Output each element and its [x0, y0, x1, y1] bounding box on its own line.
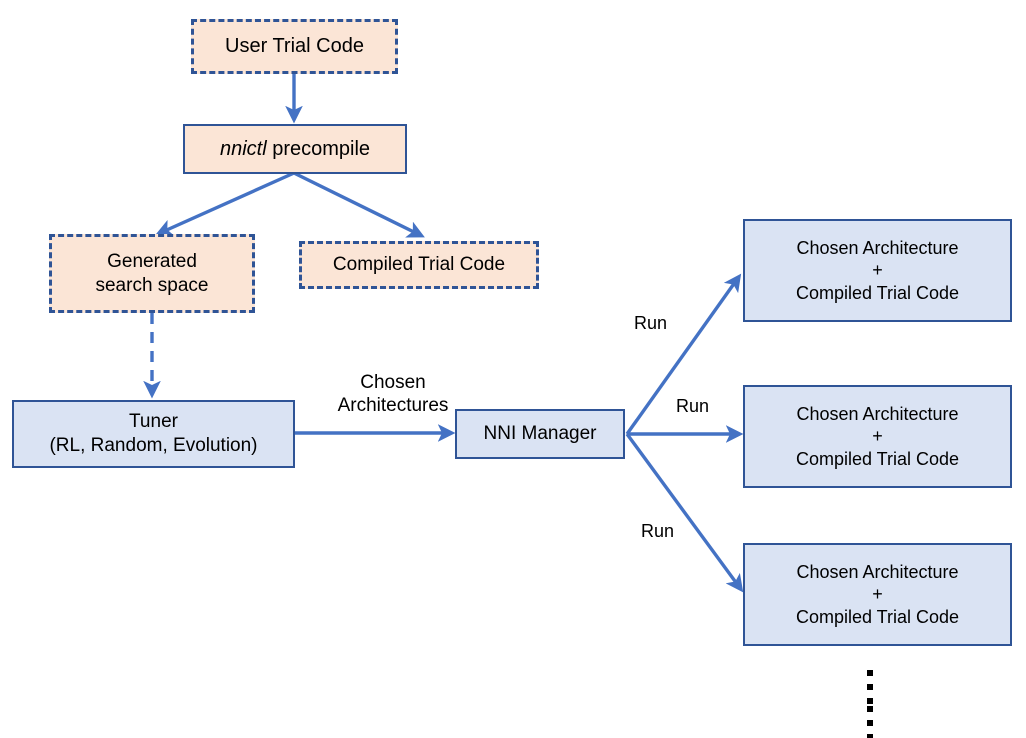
- ellipsis-dot: [866, 720, 873, 726]
- node-compiled-trial-code-label: Compiled Trial Code: [332, 254, 506, 276]
- node-trial-1-line-3: Compiled Trial Code: [795, 282, 960, 303]
- node-trial-1[interactable]: Chosen Architecture + Compiled Trial Cod…: [743, 219, 1012, 322]
- edge-label-chosen-architectures-line-2: Architectures: [337, 394, 449, 416]
- node-nnictl-precompile[interactable]: nnictl precompile: [183, 124, 407, 174]
- node-trial-3-line-2: +: [872, 584, 883, 605]
- node-tuner-line-2: (RL, Random, Evolution): [49, 435, 258, 456]
- ellipsis-dot: [866, 706, 873, 712]
- node-trial-3-line-3: Compiled Trial Code: [795, 606, 960, 627]
- node-generated-search-space[interactable]: Generated search space: [49, 234, 255, 313]
- node-trial-2[interactable]: Chosen Architecture + Compiled Trial Cod…: [743, 385, 1012, 488]
- node-trial-1-line-1: Chosen Architecture: [796, 237, 959, 258]
- edge-nnictl-to-compiled-code: [293, 171, 425, 238]
- node-user-trial-code[interactable]: User Trial Code: [191, 19, 398, 74]
- ellipsis-dot: [866, 734, 873, 738]
- ellipsis-dot: [866, 698, 873, 704]
- ellipsis-dot: [866, 670, 873, 676]
- node-generated-search-space-line-2: search space: [95, 274, 209, 296]
- node-nnictl-precompile-emphasis: nnictl: [219, 137, 267, 160]
- node-generated-search-space-line-1: Generated: [107, 250, 197, 272]
- more-trials-ellipsis-upper: [866, 670, 873, 704]
- node-tuner-line-1: Tuner: [129, 411, 178, 433]
- edge-nnictl-to-search-space: [155, 171, 295, 237]
- edge-label-run-3: Run: [641, 521, 675, 541]
- more-trials-ellipsis-lower: [866, 706, 873, 738]
- node-nni-manager-label: NNI Manager: [483, 423, 597, 445]
- node-trial-2-line-2: +: [872, 426, 883, 447]
- node-nni-manager[interactable]: NNI Manager: [455, 409, 625, 459]
- node-trial-3[interactable]: Chosen Architecture + Compiled Trial Cod…: [743, 543, 1012, 646]
- node-trial-1-line-2: +: [872, 260, 883, 281]
- node-compiled-trial-code[interactable]: Compiled Trial Code: [299, 241, 539, 289]
- node-user-trial-code-label: User Trial Code: [225, 35, 364, 57]
- node-tuner[interactable]: Tuner (RL, Random, Evolution): [12, 400, 295, 468]
- node-trial-2-line-3: Compiled Trial Code: [795, 448, 960, 469]
- edge-label-run-2: Run: [676, 396, 710, 416]
- node-trial-2-line-1: Chosen Architecture: [796, 403, 959, 424]
- node-nnictl-precompile-rest: precompile: [266, 137, 371, 160]
- node-trial-3-line-1: Chosen Architecture: [796, 561, 959, 582]
- node-nnictl-precompile-label: nnictl precompile: [220, 137, 370, 162]
- edge-nni-manager-to-trial-3: [625, 432, 744, 593]
- edge-label-chosen-architectures-line-1: Chosen: [360, 372, 426, 393]
- edge-label-run-1: Run: [634, 313, 668, 333]
- ellipsis-dot: [866, 684, 873, 690]
- edge-label-chosen-architectures: Chosen Architectures: [318, 372, 468, 418]
